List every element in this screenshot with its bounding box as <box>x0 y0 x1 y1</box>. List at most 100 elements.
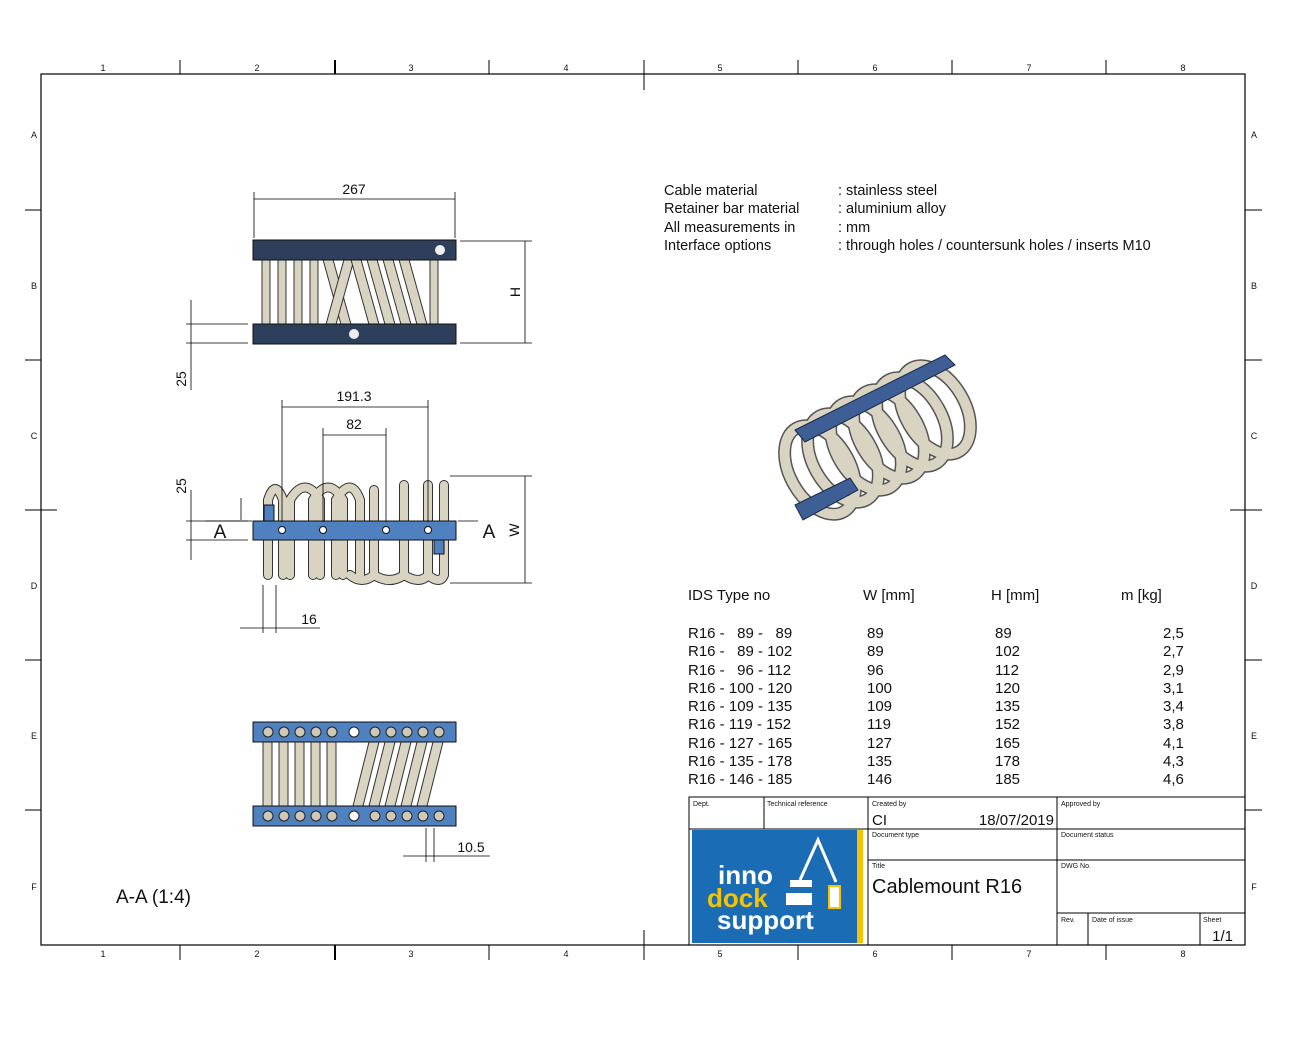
svg-text:7: 7 <box>1026 63 1031 73</box>
isometric-view <box>778 354 977 521</box>
svg-text:Rev.: Rev. <box>1061 917 1075 924</box>
spec-row: Retainer bar material: aluminium alloy <box>664 201 946 218</box>
dim-82: 82 <box>346 416 362 432</box>
title-block-labels: Dept. Technical reference Created by App… <box>693 801 1221 924</box>
section-marker-A-right: A <box>483 522 496 543</box>
table-cell: 135 <box>867 753 893 771</box>
dim-191-3: 191.3 <box>336 388 371 404</box>
table-cell: 3,4 <box>1163 698 1184 716</box>
table-row: R16 - 135 - 178 135 178 4,3 <box>688 753 1203 771</box>
section-label: A-A (1:4) <box>116 887 191 908</box>
dim-10-5: 10.5 <box>457 839 484 855</box>
svg-text:E: E <box>31 731 37 741</box>
svg-text:inno: inno <box>718 860 773 890</box>
row-labels-left: A B C D E F <box>31 130 38 892</box>
svg-text:D: D <box>31 581 38 591</box>
innodock-support-logo: inno dock support <box>692 830 863 943</box>
table-cell: 89 <box>867 643 884 661</box>
spec-row: Cable material: stainless steel <box>664 183 938 199</box>
dim-H: H <box>507 287 523 297</box>
table-cell: 3,1 <box>1163 679 1184 697</box>
svg-text:1: 1 <box>100 63 105 73</box>
table-cell: 152 <box>995 716 1021 734</box>
svg-text:3: 3 <box>408 63 413 73</box>
svg-text:Title: Title <box>872 863 885 870</box>
dim-25-top: 25 <box>173 371 189 387</box>
svg-text:6: 6 <box>872 949 877 959</box>
table-cell: 146 <box>867 771 893 789</box>
svg-text:F: F <box>31 882 37 892</box>
dim-W: W <box>506 523 522 537</box>
bottom-view <box>252 721 457 827</box>
table-cell: 178 <box>995 753 1021 771</box>
table-cell: R16 - 89 - 102 <box>688 643 793 661</box>
table-cell: 3,8 <box>1163 716 1184 734</box>
svg-text:4: 4 <box>563 949 568 959</box>
table-cell: 4,6 <box>1163 771 1184 789</box>
table-cell: R16 - 127 - 165 <box>688 734 793 752</box>
dim-25-side: 25 <box>173 478 189 494</box>
svg-text:5: 5 <box>717 949 722 959</box>
side-view <box>252 480 457 585</box>
svg-text:7: 7 <box>1026 949 1031 959</box>
table-cell: R16 - 119 - 152 <box>688 716 792 734</box>
svg-text:support: support <box>717 905 814 935</box>
table-cell: 165 <box>995 734 1021 752</box>
table-cell: 120 <box>995 679 1021 697</box>
svg-text:A: A <box>1251 130 1257 140</box>
table-cell: 2,5 <box>1163 625 1184 642</box>
svg-text:dock: dock <box>707 883 768 913</box>
spec-notes: Cable material: stainless steel Retainer… <box>664 182 1151 255</box>
svg-text:C: C <box>31 431 38 441</box>
table-cell: 119 <box>867 716 891 734</box>
zone-ticks <box>25 60 1262 960</box>
svg-text:A: A <box>31 130 37 140</box>
svg-text:8: 8 <box>1180 949 1185 959</box>
table-cell: R16 - 100 - 120 <box>688 679 793 697</box>
top-view <box>252 239 457 345</box>
created-by-value: CI <box>872 812 887 829</box>
svg-text:5: 5 <box>717 63 722 73</box>
drawing-title: Cablemount R16 <box>872 876 1022 898</box>
svg-text:1: 1 <box>100 949 105 959</box>
table-cell: 185 <box>995 771 1021 789</box>
table-cell: 4,3 <box>1163 753 1184 771</box>
bottom-view-dimensions <box>403 828 490 862</box>
table-cell: 2,7 <box>1163 643 1184 661</box>
svg-text:4: 4 <box>563 63 568 73</box>
svg-text:Sheet: Sheet <box>1203 917 1221 924</box>
table-cell: 4,1 <box>1163 734 1184 752</box>
table-cell: 2,9 <box>1163 661 1184 679</box>
svg-text:Dept.: Dept. <box>693 801 710 808</box>
table-row: R16 - 89 - 89 89 89 2,5 <box>688 625 1203 643</box>
table-cell: R16 - 146 - 185 <box>688 771 793 789</box>
svg-text:Created by: Created by <box>872 801 907 808</box>
svg-text:Document status: Document status <box>1061 832 1114 839</box>
table-cell: 89 <box>995 625 1012 642</box>
svg-text:B: B <box>1251 281 1257 291</box>
dim-267: 267 <box>342 181 366 197</box>
table-cell: R16 - 89 - 89 <box>688 625 793 642</box>
svg-text:Document type: Document type <box>872 832 919 839</box>
top-view-dimensions <box>186 192 532 390</box>
created-date: 18/07/2019 <box>979 812 1054 829</box>
svg-text:DWG No.: DWG No. <box>1061 863 1091 870</box>
table-header: IDS Type no W [mm] H [mm] m [kg] <box>688 587 1162 604</box>
table-cell: R16 - 109 - 135 <box>688 698 793 716</box>
section-marker-A-left: A <box>214 522 227 543</box>
svg-text:2: 2 <box>254 63 259 73</box>
table-row: R16 - 119 - 152 119 152 3,8 <box>688 716 1203 734</box>
svg-text:B: B <box>31 281 37 291</box>
table-cell: 89 <box>867 625 884 642</box>
table-cell: 109 <box>867 698 893 716</box>
svg-text:3: 3 <box>408 949 413 959</box>
svg-text:C: C <box>1251 431 1258 441</box>
table-cell: R16 - 135 - 178 <box>688 753 793 771</box>
table-row: R16 - 146 - 185 146 185 4,6 <box>688 771 1203 789</box>
